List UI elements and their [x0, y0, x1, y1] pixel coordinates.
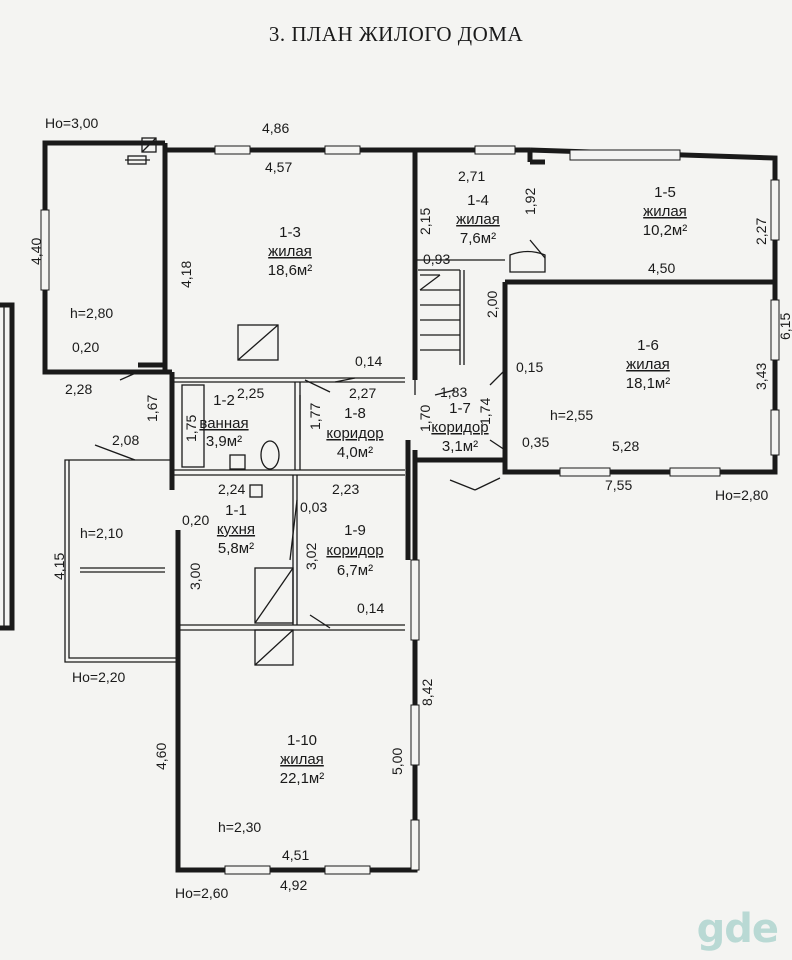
room-id: 1-3	[279, 224, 301, 241]
room-area: 18,6м²	[268, 262, 313, 279]
dimension: 2,24	[218, 481, 245, 497]
dimension: 4,92	[280, 877, 307, 893]
room-area: 18,1м²	[626, 375, 671, 392]
height-label: Hо=2,60	[175, 885, 229, 901]
room-name: ванная	[199, 415, 248, 432]
height-labels: Hо=3,00 Hо=2,80 Hо=2,20 Hо=2,60 h=2,80 h…	[45, 115, 769, 901]
dimension: 0,14	[357, 600, 384, 616]
room-name: жилая	[280, 751, 324, 768]
dimension: 1,92	[522, 188, 538, 215]
room-area: 7,6м²	[460, 230, 496, 247]
room-name: жилая	[456, 211, 500, 228]
dimension: 1,70	[417, 405, 433, 432]
dimension: 1,83	[440, 384, 467, 400]
room-id: 1-9	[344, 522, 366, 539]
room-name: кухня	[217, 521, 255, 538]
neighbor-structure	[0, 302, 15, 631]
stove-icon	[254, 567, 294, 624]
room-area: 10,2м²	[643, 222, 688, 239]
room-labels: 1-3 жилая 18,6м² 1-4 жилая 7,6м² 1-5 жил…	[199, 184, 687, 787]
stair-icon	[419, 274, 460, 351]
dimension: 1,67	[144, 395, 160, 422]
height-label: h=2,55	[550, 407, 593, 423]
dimension: 1,75	[183, 415, 199, 442]
height-label: h=2,10	[80, 525, 123, 541]
dimension: 0,15	[516, 359, 543, 375]
room-id: 1-6	[637, 337, 659, 354]
room-area: 3,1м²	[442, 438, 478, 455]
room-id: 1-8	[344, 405, 366, 422]
dimension: 0,03	[300, 499, 327, 515]
dimension: 7,55	[605, 477, 632, 493]
dimension: 1,77	[307, 403, 323, 430]
room-name: коридор	[431, 419, 488, 436]
room-id: 1-1	[225, 502, 247, 519]
dimension: 4,57	[265, 159, 292, 175]
room-area: 5,8м²	[218, 540, 254, 557]
dimension: 4,50	[648, 260, 675, 276]
dimension: 2,23	[332, 481, 359, 497]
dimension: 2,27	[753, 218, 769, 245]
dimension: 4,15	[51, 553, 67, 580]
dimension: 1,74	[477, 398, 493, 425]
height-label: Hо=3,00	[45, 115, 99, 131]
room-area: 6,7м²	[337, 562, 373, 579]
porch	[64, 459, 178, 663]
room-id: 1-5	[654, 184, 676, 201]
dimension: 3,00	[187, 563, 203, 590]
sink-icon	[229, 454, 246, 470]
height-label: h=2,30	[218, 819, 261, 835]
dimension: 5,28	[612, 438, 639, 454]
height-label: Hо=2,80	[715, 487, 769, 503]
room-name: жилая	[268, 243, 312, 260]
dimension: 0,20	[182, 512, 209, 528]
dimension: 4,60	[153, 743, 169, 770]
dimension: 2,25	[237, 385, 264, 401]
room-id: 1-10	[287, 732, 317, 749]
watermark-logo: gde	[696, 906, 779, 952]
dimension: 2,71	[458, 168, 485, 184]
room-name: жилая	[626, 356, 670, 373]
plan-title: 3. ПЛАН ЖИЛОГО ДОМА	[268, 22, 524, 46]
toilet-icon	[260, 440, 280, 470]
dimension: 2,08	[112, 432, 139, 448]
dimension: 2,28	[65, 381, 92, 397]
dimension: 0,14	[355, 353, 382, 369]
dimension: 4,86	[262, 120, 289, 136]
room-name: коридор	[326, 542, 383, 559]
fixtures	[125, 137, 546, 666]
dimension-labels: 4,86 4,57 2,71 0,93 4,50 0,20 2,28 0,14 …	[28, 120, 792, 893]
dimension: 0,93	[423, 251, 450, 267]
dimension: 2,27	[349, 385, 376, 401]
room-area: 3,9м²	[206, 433, 242, 450]
room-name: жилая	[643, 203, 687, 220]
windows	[40, 145, 780, 875]
dimension: 4,51	[282, 847, 309, 863]
dimension: 4,40	[28, 238, 44, 265]
dimension: 4,18	[178, 261, 194, 288]
room-id: 1-2	[213, 392, 235, 409]
dimension: 3,43	[753, 363, 769, 390]
room-id: 1-4	[467, 192, 489, 209]
dimension: 2,00	[484, 291, 500, 318]
dimension: 0,20	[72, 339, 99, 355]
room-id: 1-7	[449, 400, 471, 417]
room-area: 22,1м²	[280, 770, 325, 787]
dimension: 5,00	[389, 748, 405, 775]
bathtub-icon	[181, 384, 205, 468]
room-name: коридор	[326, 425, 383, 442]
height-label: Hо=2,20	[72, 669, 126, 685]
height-label: h=2,80	[70, 305, 113, 321]
room-area: 4,0м²	[337, 444, 373, 461]
doors	[94, 239, 546, 629]
interior-walls	[138, 150, 775, 631]
dimension: 0,35	[522, 434, 549, 450]
dimension: 2,15	[417, 208, 433, 235]
dimension: 3,02	[303, 543, 319, 570]
dimension: 8,42	[419, 679, 435, 706]
dimension: 6,15	[777, 313, 792, 340]
